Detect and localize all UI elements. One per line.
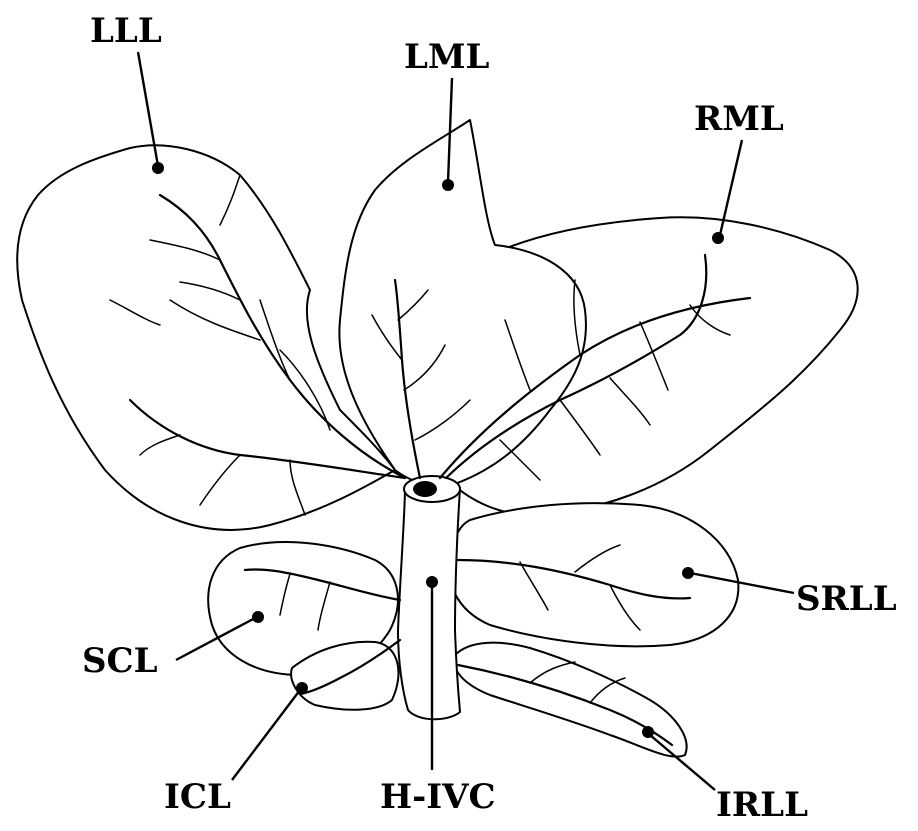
label-lll: LLL [90, 11, 162, 51]
lobe-irll [454, 643, 687, 757]
ivc-lumen [413, 481, 437, 497]
label-scl: SCL [82, 641, 158, 681]
label-rml: RML [694, 99, 784, 139]
inferior-vena-cava [398, 479, 460, 719]
lobe-lll [17, 145, 395, 530]
label-icl: ICL [164, 777, 231, 817]
label-lml: LML [404, 37, 490, 77]
label-irll: IRLL [716, 785, 808, 825]
label-hivc: H-IVC [380, 777, 496, 817]
label-srll: SRLL [796, 579, 897, 619]
